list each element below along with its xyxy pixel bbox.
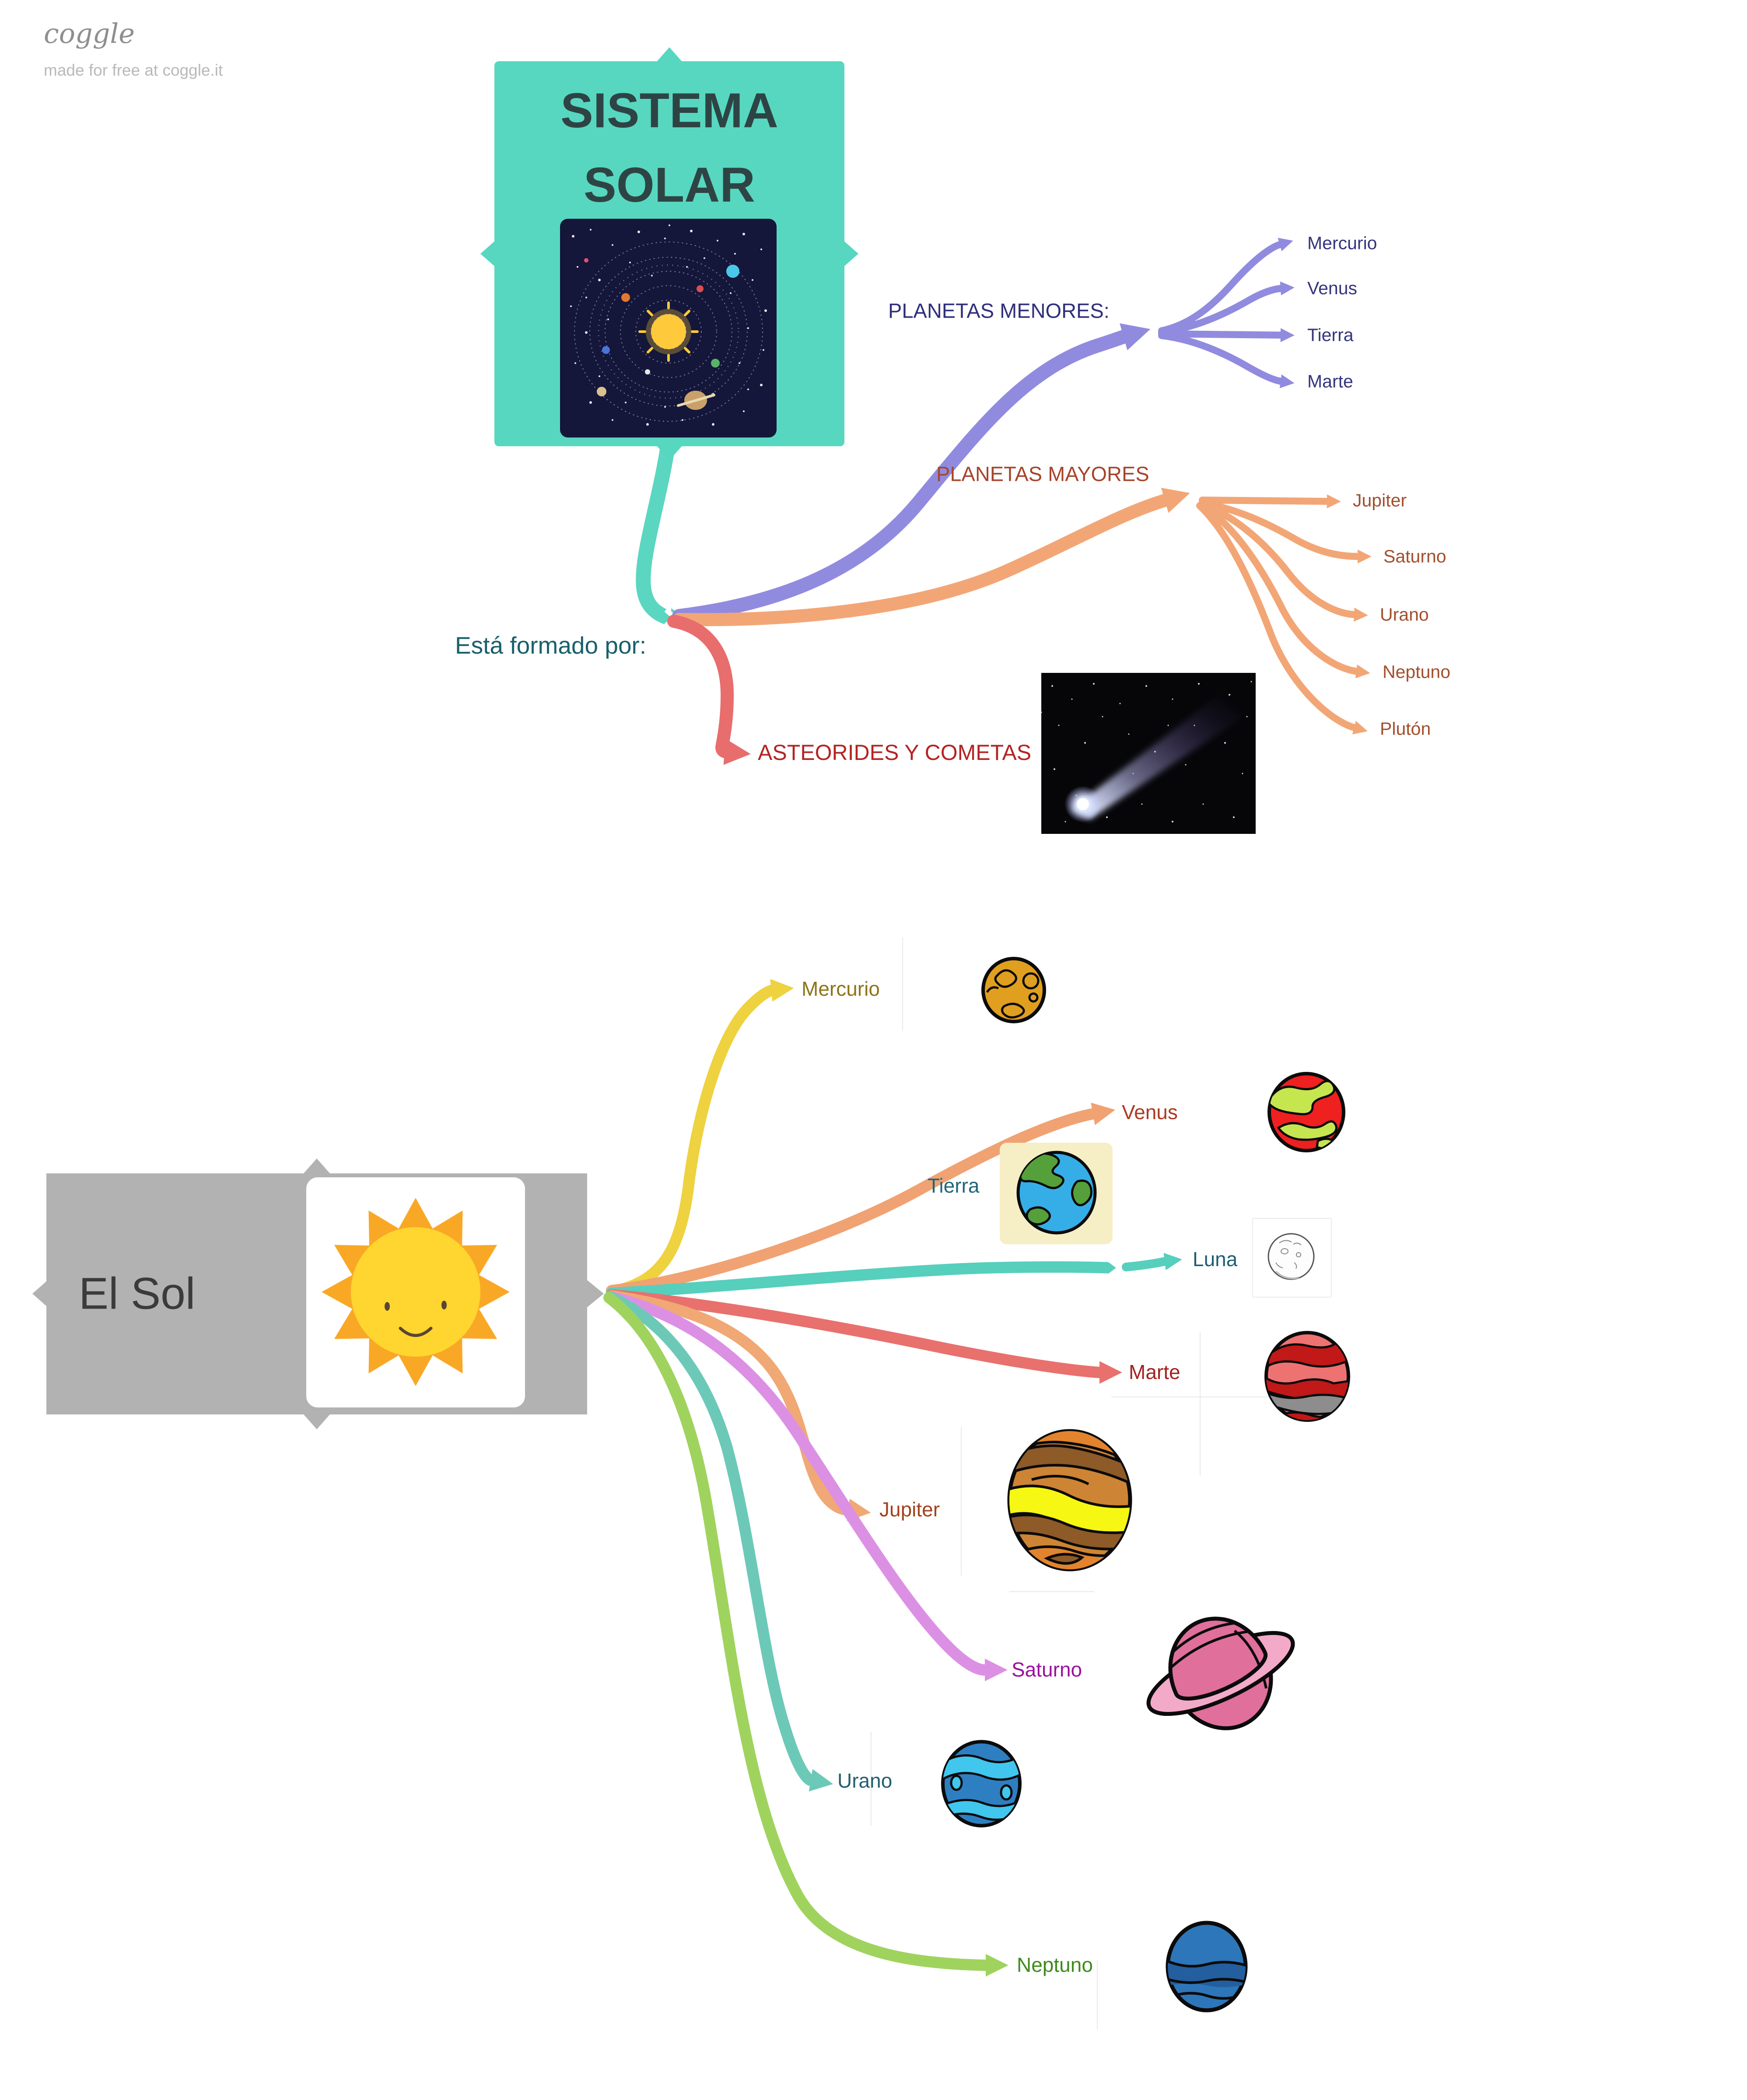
label-sol-tierra[interactable]: Tierra — [928, 1174, 980, 1197]
card-edge — [1200, 1332, 1201, 1476]
branch-menores-venus[interactable] — [1158, 281, 1295, 336]
card-edge — [1097, 1960, 1098, 2030]
earth-card — [1000, 1143, 1113, 1244]
coggle-logo: coggle — [44, 18, 135, 49]
branch-trunk-esta-formado[interactable] — [636, 440, 675, 624]
branch-sol-marte[interactable] — [606, 1289, 1122, 1384]
branch-sol-venus[interactable] — [606, 1102, 1116, 1296]
branch-asteorides[interactable] — [667, 615, 751, 765]
sol-notch-top-icon — [304, 1158, 330, 1173]
saturn-planet-image[interactable] — [1138, 1601, 1304, 1746]
label-sol-venus[interactable]: Venus — [1122, 1101, 1178, 1124]
sistema-solar-title: SISTEMA SOLAR — [560, 83, 778, 213]
root-node-el-sol[interactable]: El Sol — [46, 1173, 587, 1414]
label-sol-marte[interactable]: Marte — [1129, 1361, 1180, 1383]
branch-menores-mercurio[interactable] — [1158, 238, 1293, 334]
branch-menores-marte[interactable] — [1158, 332, 1295, 388]
sun-card — [306, 1177, 525, 1407]
label-mayores-saturno[interactable]: Saturno — [1383, 546, 1446, 567]
sun-image[interactable] — [306, 1177, 525, 1407]
branch-sol-saturno[interactable] — [605, 1291, 1008, 1681]
label-menores-marte[interactable]: Marte — [1307, 371, 1353, 392]
branch-mayores-saturno[interactable] — [1199, 500, 1372, 564]
label-planetas-mayores[interactable]: PLANETAS MAYORES — [936, 462, 1149, 486]
notch-right-icon — [844, 241, 858, 267]
venus-planet-image[interactable] — [1265, 1071, 1348, 1153]
label-sol-mercurio[interactable]: Mercurio — [802, 977, 880, 1000]
mercury-planet-image[interactable] — [980, 956, 1048, 1025]
label-asteorides-y-cometas[interactable]: ASTEORIDES Y COMETAS — [758, 740, 1032, 765]
notch-bottom-icon — [656, 445, 683, 460]
notch-left-icon — [480, 241, 495, 267]
label-mayores-neptuno[interactable]: Neptuno — [1383, 662, 1451, 682]
jupiter-planet-image[interactable] — [1005, 1427, 1134, 1574]
moon-drawing-image[interactable] — [1253, 1219, 1329, 1295]
branch-planetas-mayores[interactable] — [672, 487, 1190, 626]
branch-sol-jupiter[interactable] — [606, 1290, 871, 1522]
sol-junction-arrow-icon — [587, 1280, 604, 1307]
branch-sol-neptuno[interactable] — [603, 1292, 1008, 1977]
label-mayores-pluton[interactable]: Plutón — [1380, 718, 1431, 739]
branch-mayores-jupiter[interactable] — [1199, 494, 1341, 508]
moon-card — [1252, 1218, 1332, 1298]
branch-mayores-neptuno[interactable] — [1197, 501, 1370, 679]
label-menores-tierra[interactable]: Tierra — [1307, 325, 1354, 345]
branch-mayores-urano[interactable] — [1198, 500, 1368, 622]
branch-mayores-pluton[interactable] — [1196, 502, 1368, 735]
label-menores-venus[interactable]: Venus — [1307, 278, 1357, 298]
card-edge — [1009, 1591, 1094, 1592]
label-esta-formado-por[interactable]: Está formado por: — [455, 632, 647, 659]
root-node-sistema-solar[interactable]: SISTEMA SOLAR — [494, 61, 844, 446]
branch-sol-urano[interactable] — [604, 1291, 833, 1792]
label-tierra-luna[interactable]: Luna — [1193, 1248, 1238, 1270]
label-sol-saturno[interactable]: Saturno — [1012, 1658, 1082, 1681]
label-mayores-jupiter[interactable]: Jupiter — [1353, 490, 1407, 511]
branch-planetas-menores[interactable] — [672, 323, 1151, 623]
label-sol-urano[interactable]: Urano — [837, 1769, 893, 1792]
card-edge — [1111, 1396, 1286, 1397]
earth-planet-image[interactable] — [1000, 1143, 1113, 1244]
label-planetas-menores[interactable]: PLANETAS MENORES: — [888, 299, 1110, 322]
card-edge — [902, 937, 903, 1031]
neptune-planet-image[interactable] — [1165, 1920, 1249, 2014]
notch-top-icon — [656, 47, 683, 62]
solar-system-image[interactable] — [560, 219, 777, 438]
el-sol-title: El Sol — [79, 1268, 196, 1319]
uranus-planet-image[interactable] — [940, 1739, 1023, 1829]
label-mayores-urano[interactable]: Urano — [1380, 604, 1429, 625]
branch-menores-tierra[interactable] — [1158, 328, 1295, 342]
branch-sol-tierra[interactable] — [606, 1261, 1119, 1299]
label-sol-neptuno[interactable]: Neptuno — [1017, 1953, 1093, 1976]
mars-planet-image[interactable] — [1264, 1330, 1351, 1423]
branch-tierra-luna[interactable] — [1122, 1253, 1182, 1271]
sol-notch-left-icon — [32, 1281, 47, 1307]
card-edge — [961, 1427, 962, 1576]
label-menores-mercurio[interactable]: Mercurio — [1307, 233, 1377, 253]
comet-image[interactable] — [1041, 673, 1256, 834]
sol-notch-bottom-icon — [304, 1414, 330, 1429]
label-sol-jupiter[interactable]: Jupiter — [879, 1498, 940, 1521]
tierra-chevron-icon — [1108, 1258, 1124, 1278]
branch-sol-mercurio[interactable] — [606, 979, 794, 1297]
card-edge — [871, 1732, 872, 1826]
coggle-tagline: made for free at coggle.it — [44, 61, 223, 79]
